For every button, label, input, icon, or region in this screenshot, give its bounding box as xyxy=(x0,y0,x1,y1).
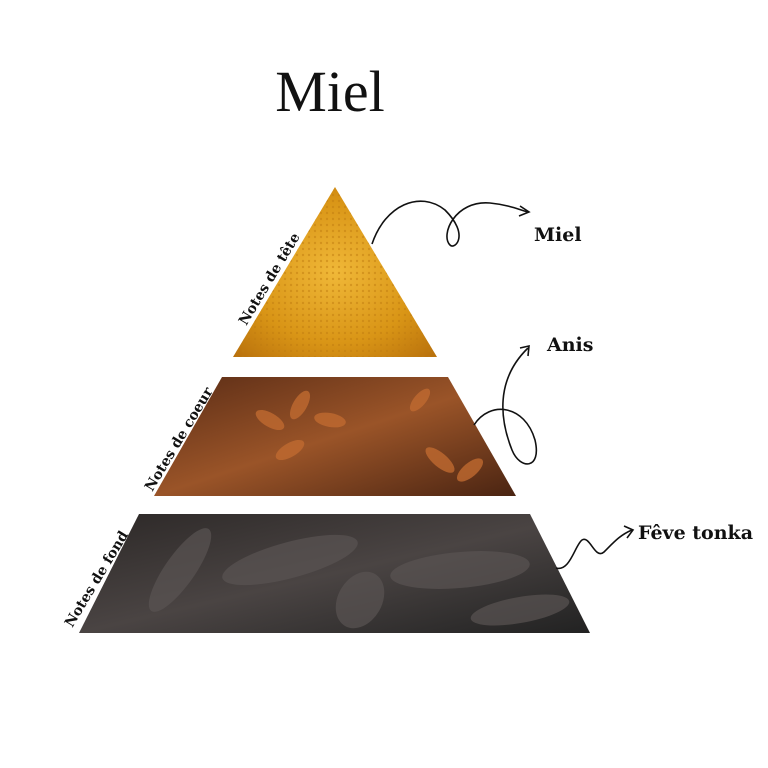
page-title: Miel xyxy=(275,59,385,124)
note-top: Miel xyxy=(534,224,582,246)
connector-arrows xyxy=(371,200,635,569)
note-middle: Anis xyxy=(547,334,594,356)
tier-top-honey-image xyxy=(233,187,437,357)
tier-bottom-tonka-image xyxy=(79,514,590,633)
tier-middle-anise-image xyxy=(154,377,516,496)
note-bottom: Fêve tonka xyxy=(638,522,754,544)
